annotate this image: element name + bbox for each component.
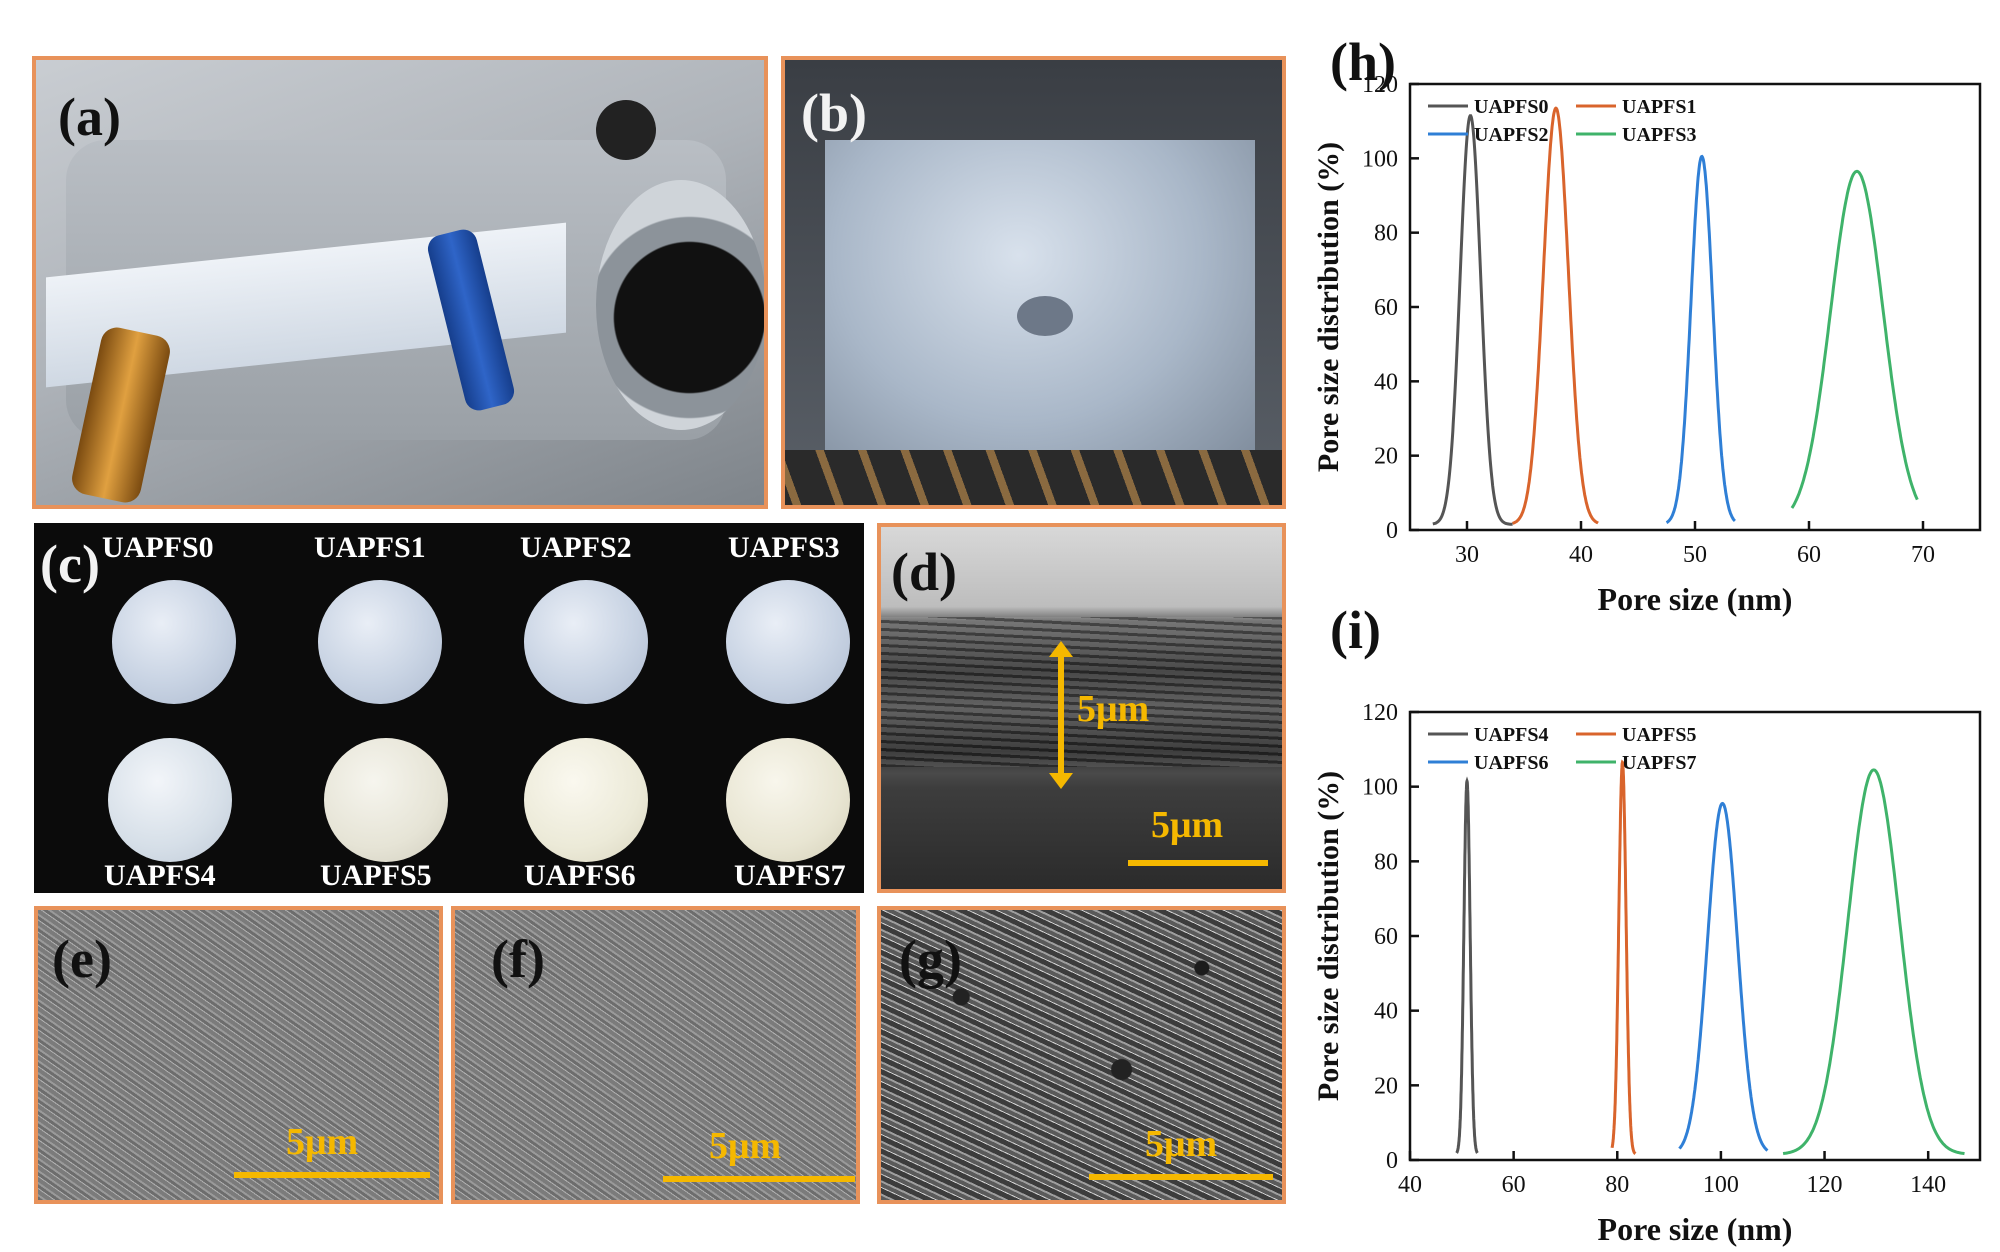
chart-h-y-axis-title: Pore size distribution (%) xyxy=(1312,142,1345,472)
sample-label-4: UAPFS4 xyxy=(104,859,216,892)
chart-h-x-tick-label-3: 60 xyxy=(1797,542,1821,568)
panel-b-label: (b) xyxy=(801,83,867,143)
fiber-layer-texture xyxy=(881,617,1282,767)
chart-h-series-line-uapfs0 xyxy=(1432,114,1513,526)
chart-i-x-tick-label-5: 140 xyxy=(1910,1172,1946,1198)
thickness-arrow-head-up xyxy=(1049,641,1073,657)
chart-i-y-tick-label-5: 100 xyxy=(1362,775,1398,801)
chart-h-series-line-uapfs3 xyxy=(1790,169,1919,509)
chart-h-y-tick-label-2: 40 xyxy=(1374,369,1398,395)
sample-label-5: UAPFS5 xyxy=(320,859,432,892)
hand-wheel xyxy=(596,100,656,160)
sample-disk-2 xyxy=(524,580,648,704)
chart-h-x-axis-title: Pore size (nm) xyxy=(1598,581,1793,617)
sample-label-1: UAPFS1 xyxy=(314,531,426,564)
chart-i-panel-label: (i) xyxy=(1330,600,1381,660)
panel-d-sem: (d) 5μm 5μm xyxy=(877,523,1286,893)
chart-h-x-tick-label-1: 40 xyxy=(1569,542,1593,568)
sample-label-7: UAPFS7 xyxy=(734,859,846,892)
panel-f-scale-bar xyxy=(663,1176,855,1182)
sample-label-6: UAPFS6 xyxy=(524,859,636,892)
panel-f-label: (f) xyxy=(491,929,545,989)
panel-g-scale-label: 5μm xyxy=(1145,1123,1218,1165)
panel-g-sem: (g) 5μm xyxy=(877,906,1286,1204)
chart-i-y-tick-label-4: 80 xyxy=(1374,849,1398,875)
metal-drum xyxy=(596,180,764,430)
panel-a-label: (a) xyxy=(58,87,121,147)
panel-e-sem: (e) 5μm xyxy=(34,906,443,1204)
thickness-label: 5μm xyxy=(1077,688,1150,730)
chart-i-legend-label-uapfs6: UAPFS6 xyxy=(1474,752,1548,774)
chart-i-legend-label-uapfs5: UAPFS5 xyxy=(1622,724,1696,746)
chart-i-x-tick-label-0: 40 xyxy=(1398,1172,1422,1198)
sample-disk-3 xyxy=(726,580,850,704)
chart-i-series-line-uapfs6 xyxy=(1678,801,1769,1152)
sample-disk-0 xyxy=(112,580,236,704)
chart-h-panel-label: (h) xyxy=(1330,32,1396,92)
chart-i-series-line-uapfs4 xyxy=(1455,776,1479,1154)
chart-h-legend-label-uapfs0: UAPFS0 xyxy=(1474,96,1548,118)
panel-a-photo: (a) xyxy=(32,56,768,509)
chart-i-legend-label-uapfs7: UAPFS7 xyxy=(1622,752,1696,774)
chart-h-y-tick-label-5: 100 xyxy=(1362,146,1398,172)
chart-h-legend-label-uapfs3: UAPFS3 xyxy=(1622,124,1696,146)
chart-i-x-tick-label-4: 120 xyxy=(1807,1172,1843,1198)
chart-i-y-tick-label-2: 40 xyxy=(1374,999,1398,1025)
panel-e-label: (e) xyxy=(52,929,112,989)
panel-d-label: (d) xyxy=(891,542,957,602)
thickness-arrow-head-down xyxy=(1049,773,1073,789)
chart-h-y-tick-label-6: 120 xyxy=(1362,72,1398,98)
chart-h-series-line-uapfs2 xyxy=(1665,154,1736,524)
panel-f-sem: (f) 5μm xyxy=(451,906,860,1204)
chart-h-y-tick-label-0: 0 xyxy=(1386,518,1398,544)
chart-i-series-line-uapfs5 xyxy=(1610,759,1637,1155)
chart-i-y-tick-label-3: 60 xyxy=(1374,924,1398,950)
sample-disk-6 xyxy=(524,738,648,862)
sample-disk-7 xyxy=(726,738,850,862)
chart-i-y-tick-label-0: 0 xyxy=(1386,1148,1398,1174)
panel-d-scale-label: 5μm xyxy=(1151,804,1224,846)
thickness-arrow xyxy=(1058,653,1064,775)
chart-i-legend-label-uapfs4: UAPFS4 xyxy=(1474,724,1548,746)
panel-b-photo: (b) xyxy=(781,56,1286,509)
chart-i-y-tick-label-1: 20 xyxy=(1374,1073,1398,1099)
chart-i-y-axis-title: Pore size distribution (%) xyxy=(1312,771,1345,1101)
panel-g-label: (g) xyxy=(899,929,962,989)
chart-h-legend-label-uapfs1: UAPFS1 xyxy=(1622,96,1696,118)
chart-h-x-tick-label-4: 70 xyxy=(1911,542,1935,568)
chart-i-x-axis-title: Pore size (nm) xyxy=(1598,1211,1793,1247)
sample-label-0: UAPFS0 xyxy=(102,531,214,564)
chart-h-legend-label-uapfs2: UAPFS2 xyxy=(1474,124,1548,146)
panel-c-photo: (c) UAPFS0 UAPFS1 UAPFS2 UAPFS3 UAPFS4 U… xyxy=(34,523,864,893)
chart-h-y-tick-label-1: 20 xyxy=(1374,444,1398,470)
panel-d-scale-bar xyxy=(1128,860,1268,866)
panel-e-scale-label: 5μm xyxy=(286,1121,359,1163)
chart-h-x-tick-label-2: 50 xyxy=(1683,542,1707,568)
panel-c-label: (c) xyxy=(40,534,100,594)
panel-e-scale-bar xyxy=(234,1172,430,1178)
membrane-spot xyxy=(1017,296,1073,336)
chart-h-y-tick-label-4: 80 xyxy=(1374,221,1398,247)
chart-i-y-tick-label-6: 120 xyxy=(1362,700,1398,726)
chart-i-x-tick-label-1: 60 xyxy=(1502,1172,1526,1198)
chart-i-x-tick-label-2: 80 xyxy=(1605,1172,1629,1198)
panel-g-scale-bar xyxy=(1089,1174,1273,1180)
clamp-frame xyxy=(785,450,1282,505)
chart-h-x-tick-label-0: 30 xyxy=(1455,542,1479,568)
chart-h-series-line-uapfs1 xyxy=(1512,106,1599,525)
chart-i-series-line-uapfs7 xyxy=(1782,768,1965,1156)
panel-f-scale-label: 5μm xyxy=(709,1125,782,1167)
chart-i-x-tick-label-3: 100 xyxy=(1703,1172,1739,1198)
sample-disk-5 xyxy=(324,738,448,862)
sample-disk-4 xyxy=(108,738,232,862)
chart-h-y-tick-label-3: 60 xyxy=(1374,295,1398,321)
sample-label-2: UAPFS2 xyxy=(520,531,632,564)
sample-label-3: UAPFS3 xyxy=(728,531,840,564)
chart-h-plot-frame xyxy=(1408,82,1982,532)
sample-disk-1 xyxy=(318,580,442,704)
